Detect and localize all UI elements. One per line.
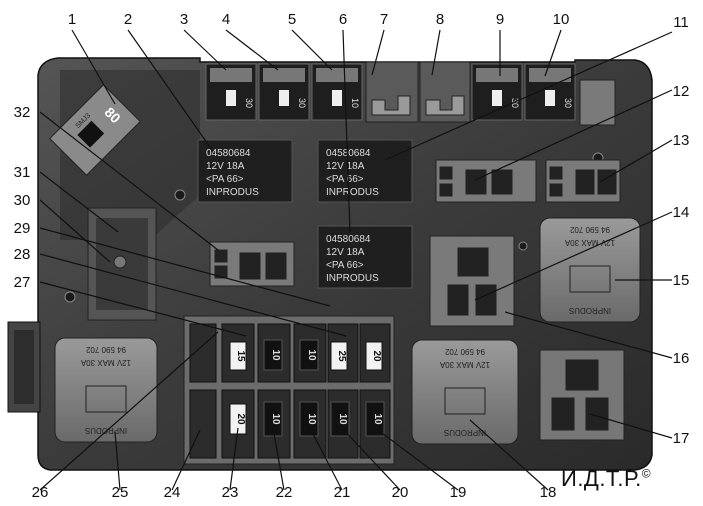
callout-1: 1 <box>68 11 76 28</box>
big-relays: INPRODUS 12V MAX 30A 94 590 702 INPRODUS… <box>54 217 641 445</box>
credit-text: И.Д.Т.Р. <box>561 466 642 491</box>
callout-3: 3 <box>180 11 188 28</box>
small-relays-top: 30 30 10 30 30 <box>205 63 576 121</box>
fuse-top-4-value: 25 <box>336 350 347 362</box>
relay-3-amp: 30 <box>244 98 254 108</box>
callout-16: 16 <box>673 350 690 367</box>
callout-17: 17 <box>673 430 690 447</box>
big-relay-25-brand: INPRODUS <box>85 426 127 435</box>
callout-24: 24 <box>164 484 181 501</box>
relay-5: 10 <box>311 63 363 121</box>
callout-11: 11 <box>673 14 689 31</box>
mini-relay-6-line3: <PA 66> <box>326 260 364 271</box>
callout-28: 28 <box>14 246 31 263</box>
mini-relay-6-line4: INPRODUS <box>326 273 379 284</box>
callout-27: 27 <box>14 274 31 291</box>
mini-relay-11-line1: 04580684 <box>326 148 371 159</box>
fuse-bottom-5-value: 10 <box>372 413 383 425</box>
fuse-top-5-value: 20 <box>371 350 382 362</box>
fuse-top-3-value: 10 <box>306 349 317 361</box>
big-relay-15-brand: INPRODUS <box>569 306 611 315</box>
callout-8: 8 <box>436 11 444 28</box>
mini-relay-6-line1: 04580684 <box>326 234 371 245</box>
callout-7: 7 <box>380 11 388 28</box>
big-relay-15-part: 94 590 702 <box>569 225 610 234</box>
callout-2: 2 <box>124 11 132 28</box>
mini-relay-11-line3: <PA 66> <box>326 174 364 185</box>
callout-6: 6 <box>339 11 347 28</box>
big-relay-18: INPRODUS 12V MAX 30A 94 590 702 <box>411 339 519 445</box>
callout-13: 13 <box>673 132 690 149</box>
big-relay-25: INPRODUS 12V MAX 30A 94 590 702 <box>54 337 158 443</box>
mini-relay-2-line4: INPRODUS <box>206 187 259 198</box>
relay-holder-31 <box>87 207 157 321</box>
big-relay-18-brand: INPRODUS <box>444 428 486 437</box>
relay-5-amp: 10 <box>350 98 360 108</box>
mini-relay-2-line2: 12V 18A <box>206 161 245 172</box>
relay-3: 30 <box>205 63 257 121</box>
mini-relay-2-line1: 04580684 <box>206 148 251 159</box>
relay-9: 30 <box>471 63 523 121</box>
fuses-top: 15 10 10 25 20 <box>229 339 383 371</box>
callout-15: 15 <box>673 272 690 289</box>
callout-25: 25 <box>112 484 129 501</box>
relay-9-amp: 30 <box>510 98 520 108</box>
mini-relay-2-line3: <PA 66> <box>206 174 244 185</box>
credit-label: И.Д.Т.Р.© <box>561 466 651 492</box>
big-relay-18-part: 94 590 702 <box>444 347 485 356</box>
big-relay-15-rating: 12V MAX 30A <box>564 238 615 247</box>
callout-4: 4 <box>222 11 230 28</box>
fuse-bottom-2-value: 10 <box>270 413 281 425</box>
fuse-bottom-4-value: 10 <box>337 413 348 425</box>
fuse-bottom-3-value: 10 <box>306 413 317 425</box>
callout-12: 12 <box>673 83 690 100</box>
callout-22: 22 <box>276 484 293 501</box>
callout-5: 5 <box>288 11 296 28</box>
mini-relay-6-line2: 12V 18A <box>326 247 365 258</box>
callout-32: 32 <box>14 104 31 121</box>
big-relay-18-rating: 12V MAX 30A <box>439 360 490 369</box>
callout-19: 19 <box>450 484 467 501</box>
callout-14: 14 <box>673 204 690 221</box>
mini-relay-11-line4: INPRODUS <box>326 187 379 198</box>
copyright-mark: © <box>641 466 652 481</box>
leader-lines <box>39 29 673 491</box>
mini-relay-2: 04580684 12V 18A <PA 66> INPRODUS <box>197 139 293 203</box>
callout-numbers: 1 2 3 4 5 6 7 8 9 10 11 12 13 14 15 16 1… <box>14 11 690 501</box>
fuse-bottom-1-value: 20 <box>235 413 246 425</box>
relay-4: 30 <box>258 63 310 121</box>
mini-relay-11-line2: 12V 18A <box>326 161 365 172</box>
socket-blocks <box>209 159 625 441</box>
relay-4-amp: 30 <box>297 98 307 108</box>
callout-31: 31 <box>14 164 31 181</box>
callout-10: 10 <box>553 11 570 28</box>
big-relay-15: INPRODUS 12V MAX 30A 94 590 702 <box>539 217 641 323</box>
callout-29: 29 <box>14 220 31 237</box>
fuse-top-2-value: 10 <box>270 349 281 361</box>
callout-21: 21 <box>334 484 351 501</box>
mini-relay-6: 04580684 12V 18A <PA 66> INPRODUS <box>317 225 413 289</box>
callout-20: 20 <box>392 484 409 501</box>
callout-9: 9 <box>496 11 504 28</box>
mini-relays: 04580684 12V 18A <PA 66> INPRODUS 045806… <box>197 139 413 289</box>
mini-relay-11: 04580684 12V 18A <PA 66> INPRODUS <box>317 139 413 203</box>
callout-30: 30 <box>14 192 31 209</box>
empty-sockets-7-8 <box>365 61 616 126</box>
relay-10: 30 <box>524 63 576 121</box>
fuse-top-1-value: 15 <box>235 350 246 362</box>
fuse-80a: 80 SMJ3 <box>49 84 141 176</box>
big-relay-25-rating: 12V MAX 30A <box>80 358 131 367</box>
relay-10-amp: 30 <box>563 98 573 108</box>
callout-18: 18 <box>540 484 557 501</box>
fuses-bottom: 20 10 10 10 10 <box>229 401 385 437</box>
callout-23: 23 <box>222 484 239 501</box>
fuse-block: 15 10 10 25 20 20 10 10 10 10 <box>183 315 395 465</box>
callout-26: 26 <box>32 484 49 501</box>
big-relay-25-part: 94 590 702 <box>85 345 126 354</box>
